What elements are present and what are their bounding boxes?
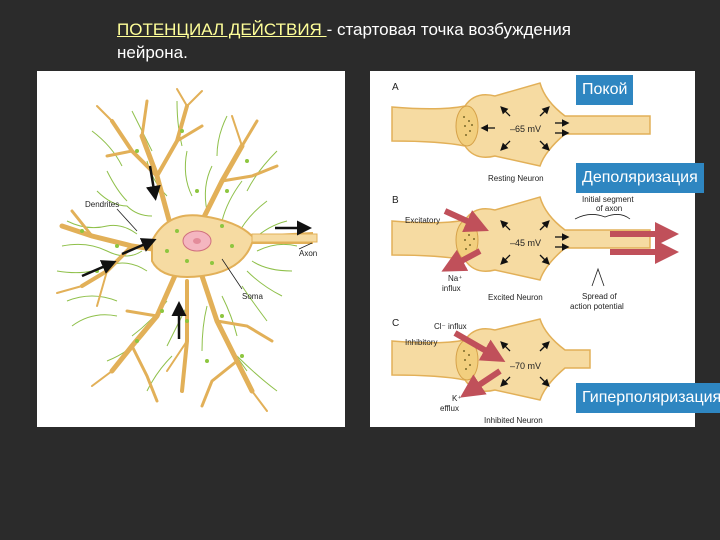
axon: [251, 233, 318, 243]
ion-b-2: influx: [442, 284, 461, 293]
slide-title: ПОТЕНЦИАЛ ДЕЙСТВИЯ - стартовая точка воз…: [117, 18, 617, 64]
input-c: Inhibitory: [405, 338, 437, 347]
ion-c-top: Cl⁻ influx: [434, 322, 467, 331]
spread-b-2: action potential: [570, 302, 624, 311]
panel-b-excited: B –45 mV Excitatory Na⁺ influx Initial s…: [391, 195, 679, 311]
caption-a: Resting Neuron: [488, 174, 544, 183]
label-soma: Soma: [242, 292, 263, 301]
voltage-a: –65 mV: [510, 124, 541, 134]
neuron-illustration: Dendrites Axon Soma: [37, 71, 345, 427]
vesicles-a: [463, 116, 473, 136]
badge-rest: Покой: [576, 75, 634, 105]
dendrites: [56, 88, 279, 412]
ion-c-2: efflux: [440, 404, 459, 413]
segment-b-1: Initial segment: [582, 195, 634, 204]
spread-b-1: Spread of: [582, 292, 617, 301]
panel-a-letter: A: [392, 82, 399, 93]
red-arrows-c: [453, 330, 506, 398]
label-axon: Axon: [299, 249, 317, 258]
vesicles-b: [463, 230, 475, 250]
voltage-b: –45 mV: [510, 238, 541, 248]
arrows-a: [480, 106, 570, 151]
input-arrows: [81, 165, 312, 339]
segment-brace: [574, 214, 631, 220]
nucleolus: [193, 238, 201, 244]
neuron-svg: Dendrites Axon Soma: [56, 88, 318, 412]
vesicles-c: [463, 350, 471, 370]
arrows-b: [500, 220, 570, 265]
red-arrows-b: [441, 208, 679, 272]
voltage-c: –70 mV: [510, 361, 541, 371]
panel-b-letter: B: [392, 195, 399, 206]
terminal-a: [455, 105, 479, 147]
ion-c-1: K⁺: [452, 394, 462, 403]
panel-a-resting: A –65 mV Resting Neuron: [391, 82, 651, 183]
spread-pointer: [591, 267, 605, 287]
ion-b-1: Na⁺: [448, 274, 462, 283]
badge-depolarization: Деполяризация: [576, 163, 704, 193]
title-highlight: ПОТЕНЦИАЛ ДЕЙСТВИЯ: [117, 20, 327, 39]
neuron-states-diagram: A –65 mV Resting Neuron B –45 mV: [370, 71, 695, 427]
input-b: Excitatory: [405, 216, 440, 225]
title-rest: - стартовая точка возбуждения нейрона.: [117, 20, 571, 62]
leader-lines: [116, 208, 313, 290]
neuron-c-body: [391, 318, 591, 401]
badge-hyperpolarization: Гиперполяризация: [576, 383, 720, 413]
panel-c-letter: C: [392, 318, 399, 329]
label-dendrites: Dendrites: [85, 200, 119, 209]
caption-c: Inhibited Neuron: [484, 416, 543, 425]
states-svg: A –65 mV Resting Neuron B –45 mV: [391, 82, 679, 425]
segment-b-2: of axon: [596, 204, 622, 213]
panel-c-inhibited: C Cl⁻ influx –70 mV Inhibitory K⁺ efflux…: [391, 318, 591, 425]
caption-b: Excited Neuron: [488, 293, 543, 302]
